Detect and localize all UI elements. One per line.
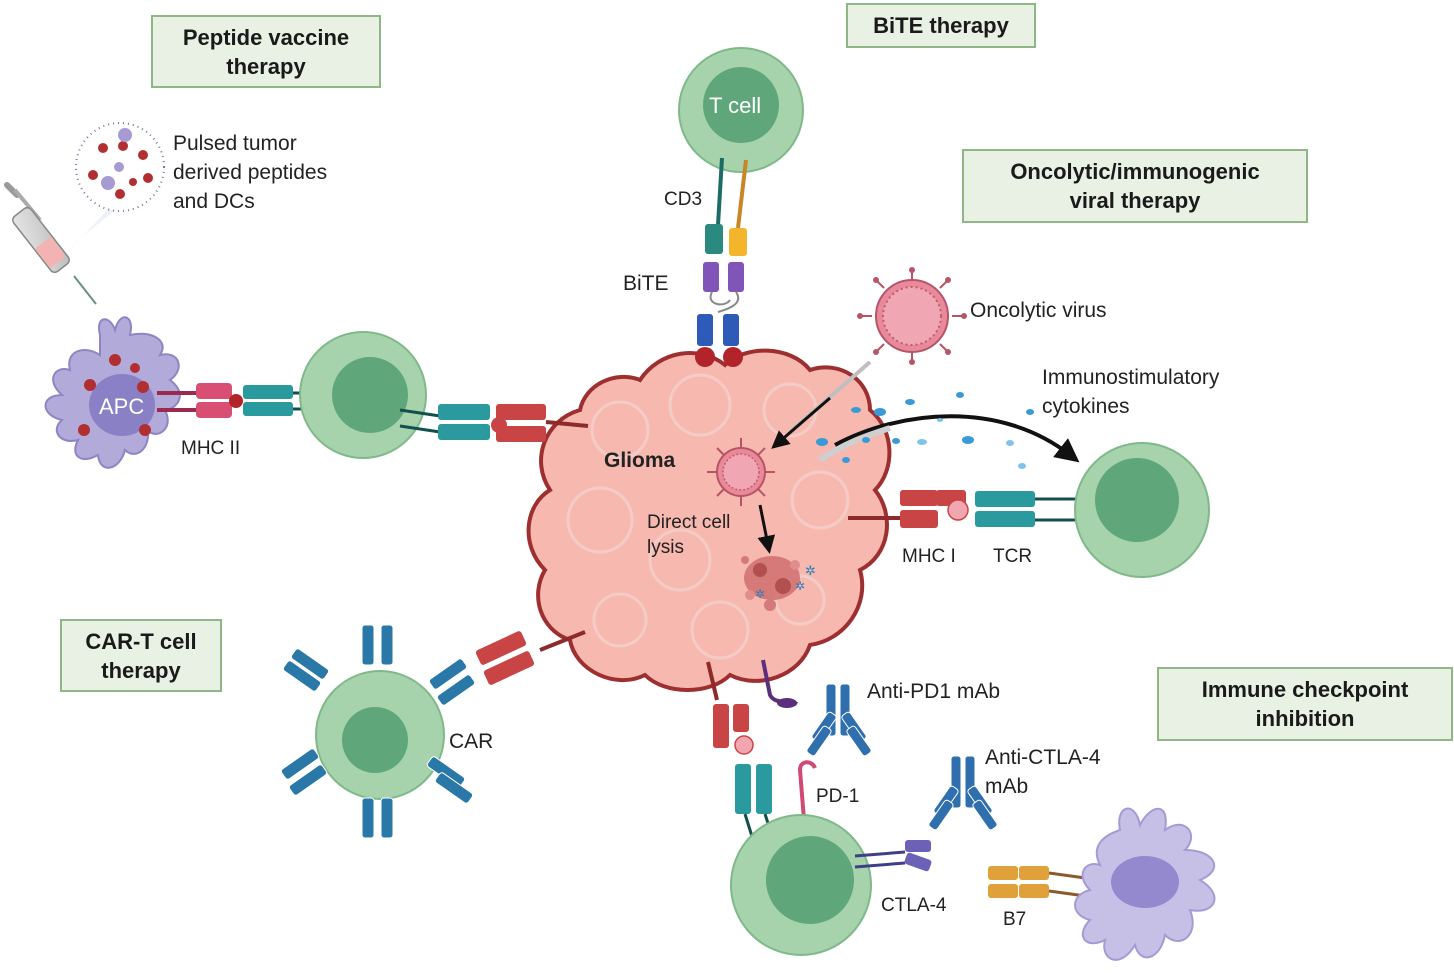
svg-text:✲: ✲ — [805, 563, 816, 578]
tcr-mhc-left — [399, 404, 589, 442]
ctla4-label: CTLA-4 — [881, 895, 947, 916]
pd1-receptor — [797, 760, 817, 833]
cart-therapy-box: CAR-T cell therapy — [60, 619, 222, 692]
b7-label: B7 — [1003, 909, 1027, 930]
checkpoint-box-line1: Immune checkpoint — [1201, 677, 1409, 702]
mhc2-complex — [157, 383, 312, 418]
dendritic-cell-bottom — [1074, 807, 1216, 961]
oncolytic-box-line2: viral therapy — [1069, 188, 1201, 213]
pulsed-peptides-label: Pulsed tumor derived peptides and DCs — [173, 129, 327, 216]
apc-cell — [44, 316, 181, 469]
car-label: CAR — [449, 730, 494, 753]
anti-pd1-label: Anti-PD1 mAb — [867, 680, 1001, 703]
peptide-dc-bubble — [75, 122, 165, 212]
mhc2-label: MHC II — [181, 438, 241, 459]
oncolytic-therapy-box: Oncolytic/immunogenic viral therapy — [962, 149, 1308, 223]
bite-label: BiTE — [623, 272, 669, 295]
peptide-box-line1: Peptide vaccine — [182, 24, 350, 50]
anti-pd1-antibody — [806, 683, 872, 757]
apc-label: APC — [99, 394, 145, 419]
cytokines-label: Immunostimulatory cytokines — [1042, 363, 1219, 421]
virus-entry-arrow — [771, 360, 872, 449]
lysis-label: Direct cell lysis — [647, 510, 730, 560]
anti-ctla4-label: Anti-CTLA-4 mAb — [985, 743, 1101, 801]
cd3-label: CD3 — [664, 189, 703, 210]
anti-ctla4-line1: Anti-CTLA-4 — [985, 746, 1101, 769]
bite-therapy-box: BiTE therapy — [846, 3, 1036, 48]
ctla4-receptor — [854, 840, 932, 872]
car-receptors — [280, 624, 476, 839]
cart-box-line1: CAR-T cell — [85, 628, 197, 654]
anti-ctla4-line2: mAb — [985, 775, 1029, 798]
oncolytic-virus-label: Oncolytic virus — [970, 299, 1107, 322]
lysis-line2: lysis — [647, 537, 684, 558]
pdl1-stub — [761, 659, 798, 708]
t-cell-bottom — [730, 814, 872, 956]
cytokine-arrow — [818, 414, 1080, 463]
anti-ctla4-antibody — [928, 755, 998, 831]
oncolytic-virus-icon — [857, 267, 967, 365]
mhc1-label: MHC I — [902, 546, 956, 567]
checkpoint-inhibition-box: Immune checkpoint inhibition — [1157, 667, 1453, 741]
virus-in-tumor — [707, 438, 775, 506]
pulsed-line2: derived peptides — [173, 161, 328, 184]
b7-ligand — [988, 866, 1101, 900]
car-t-connector — [475, 630, 586, 685]
pulsed-line1: Pulsed tumor — [173, 132, 297, 155]
t-cell-top — [678, 47, 804, 173]
cart-box-line2: therapy — [101, 657, 181, 683]
checkpoint-box-line2: inhibition — [1255, 706, 1355, 731]
bite-box-line1: BiTE therapy — [873, 13, 1009, 38]
cytokines-line1: Immunostimulatory — [1042, 366, 1220, 389]
lysis-line1: Direct cell — [647, 512, 731, 533]
peptide-box-line2: therapy — [226, 53, 306, 79]
mhc1-tcr-right — [848, 490, 1080, 528]
bite-molecule — [695, 157, 748, 367]
t-cell-right — [1074, 442, 1210, 578]
oncolytic-box-line1: Oncolytic/immunogenic — [1010, 159, 1260, 184]
svg-text:✲: ✲ — [755, 587, 765, 601]
svg-text:✲: ✲ — [795, 579, 805, 593]
cytokine-dots — [816, 392, 1034, 469]
car-t-cell — [315, 670, 445, 800]
lysis-arrow — [757, 504, 776, 554]
glioma-label: Glioma — [604, 449, 676, 472]
tcr-label: TCR — [993, 546, 1033, 567]
t-cell-left — [299, 331, 427, 459]
peptide-vaccine-box: Peptide vaccine therapy — [151, 15, 381, 88]
t-cell-label: T cell — [709, 93, 762, 118]
pulsed-line3: and DCs — [173, 190, 255, 213]
cytokines-line2: cytokines — [1042, 395, 1130, 418]
pd1-label: PD-1 — [816, 786, 860, 807]
lysed-cell-debris: ✲ ✲ ✲ — [741, 556, 816, 611]
glioma-tumor — [526, 348, 892, 692]
